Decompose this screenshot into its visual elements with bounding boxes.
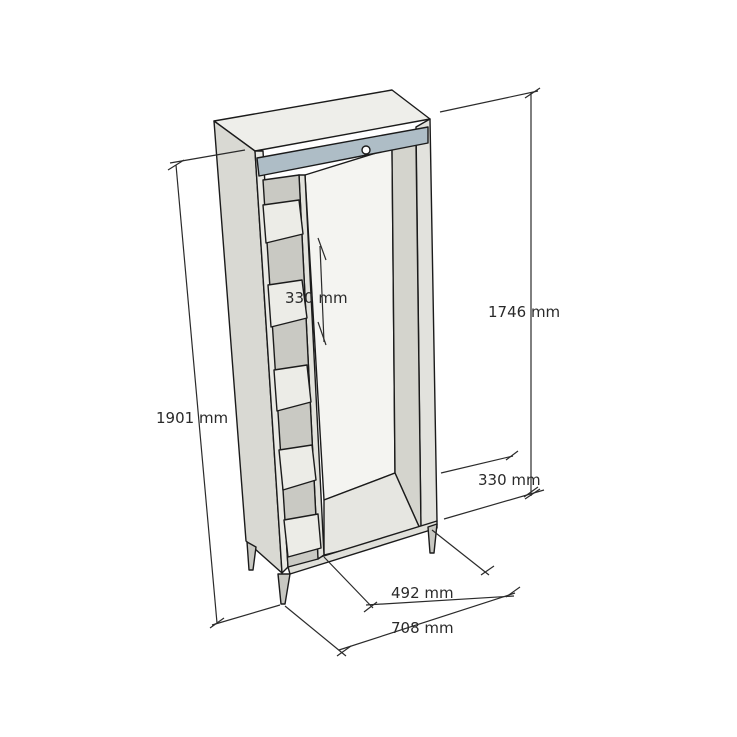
inner-height-label: 1746 mm	[488, 303, 560, 321]
total-height-label: 1901 mm	[156, 409, 228, 427]
cabinet-leg-back-left	[246, 541, 257, 571]
drawer-front	[256, 126, 429, 177]
shelf	[273, 364, 312, 412]
total-width-label: 708 mm	[391, 619, 454, 637]
cabinet-leg-front-left	[277, 573, 291, 605]
cabinet-leg-front-right	[427, 523, 438, 554]
shelf	[267, 279, 308, 328]
drawer-knob	[361, 145, 371, 155]
shelf	[278, 444, 317, 491]
dimension-lines	[167, 87, 545, 657]
wardrobe-cabinet	[213, 89, 438, 605]
inner-width-label: 492 mm	[391, 584, 454, 602]
shelf	[283, 513, 322, 558]
dimension-labels: 1901 mm 1746 mm 330 mm 330 mm 492 mm 708…	[156, 289, 560, 637]
shelf-spacing-label: 330 mm	[285, 289, 348, 307]
cabinet-interior-right-wall	[391, 142, 422, 532]
shelves	[262, 199, 322, 558]
depth-label: 330 mm	[478, 471, 541, 489]
shelf	[262, 199, 304, 244]
